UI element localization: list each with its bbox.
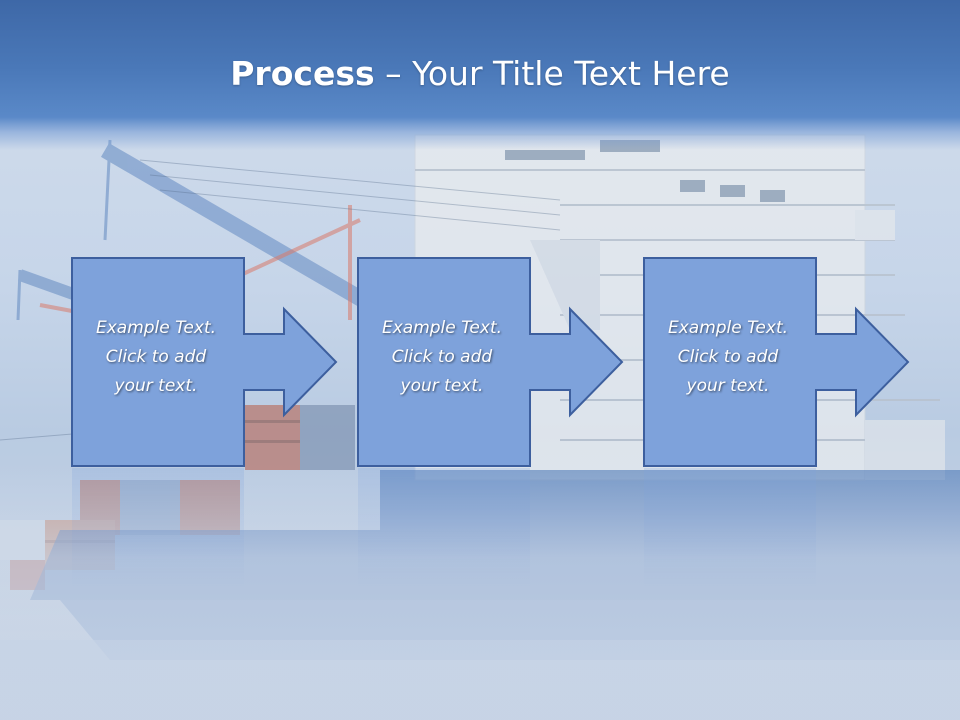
slide-title[interactable]: Process – Your Title Text Here <box>0 52 960 96</box>
step-2-text[interactable]: Example Text. Click to add your text. <box>381 318 503 396</box>
title-rest: – Your Title Text Here <box>374 54 730 93</box>
step-3-text[interactable]: Example Text. Click to add your text. <box>667 318 789 396</box>
title-band <box>0 0 960 150</box>
step-1-arrow-shape <box>71 257 338 467</box>
step-2-arrow-shape <box>357 257 624 467</box>
step-1-reflection <box>72 468 244 588</box>
step-3-arrow-shape <box>643 257 910 467</box>
process-step-1[interactable]: Example Text. Click to add your text. <box>70 257 414 467</box>
step-1-text[interactable]: Example Text. Click to add your text. <box>95 318 217 396</box>
process-step-2[interactable]: Example Text. Click to add your text. <box>356 257 700 467</box>
step-2-reflection <box>358 468 530 588</box>
step-3-reflection <box>644 468 816 588</box>
title-bold-word: Process <box>230 54 375 93</box>
process-step-3[interactable]: Example Text. Click to add your text. <box>642 257 960 467</box>
